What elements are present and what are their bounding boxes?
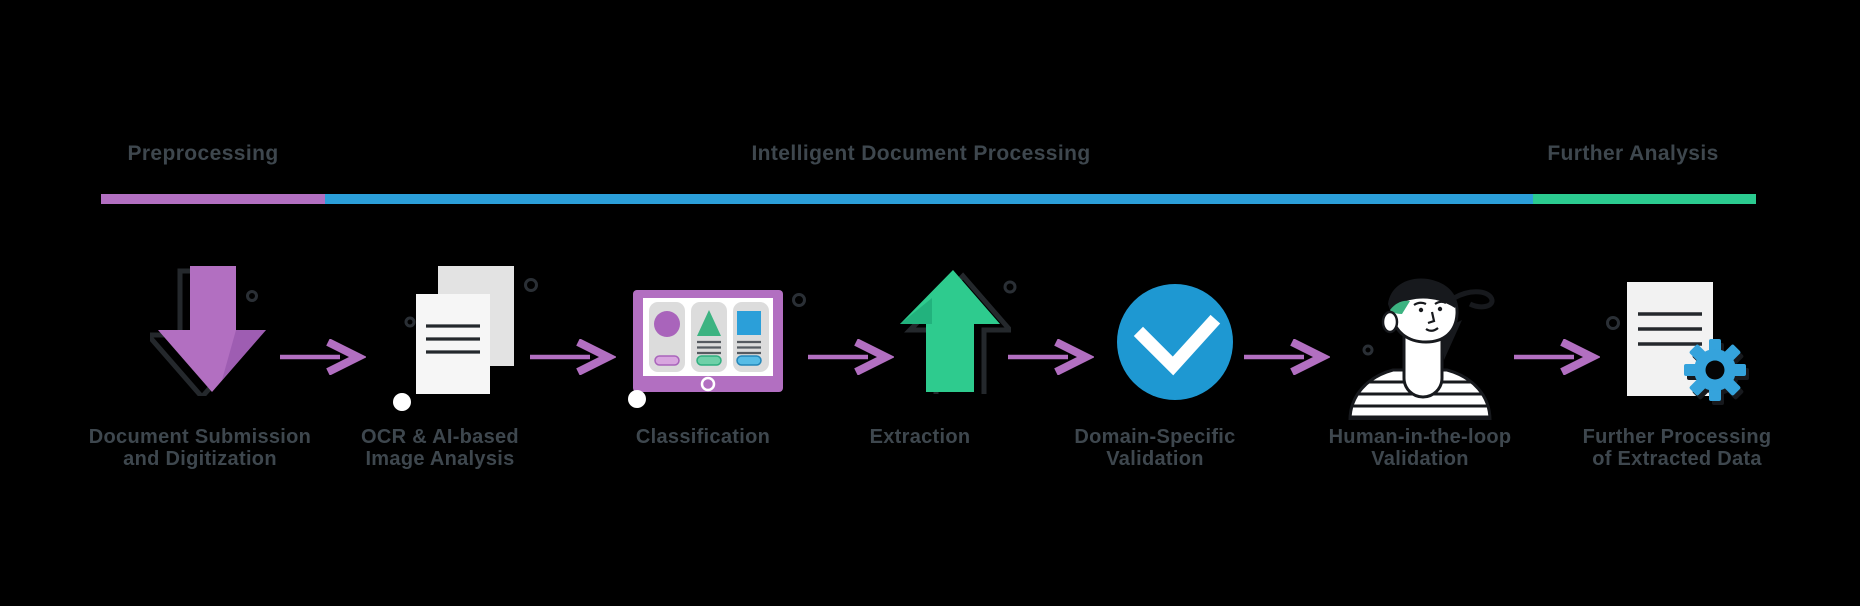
stage-caption-domain-specific-validation: Domain-Specific Validation [1074, 426, 1236, 470]
stage-caption-ocr-ai-image-analysis: OCR & AI-based Image Analysis [361, 426, 519, 470]
person-icon [1340, 274, 1500, 420]
flow-arrow-icon [528, 339, 616, 375]
classification-board-icon [633, 290, 788, 398]
timeline-segment-preprocessing [101, 194, 325, 204]
check-circle-icon [1115, 282, 1235, 402]
documents-icon [398, 266, 538, 406]
timeline-segment-further-analysis [1533, 194, 1756, 204]
download-arrow-icon [150, 264, 275, 396]
timeline-segment-intelligent-document-processing [325, 194, 1533, 204]
flow-arrow-icon [1512, 339, 1600, 375]
upload-arrow-icon [896, 266, 1011, 394]
document-gear-icon [1622, 280, 1754, 408]
timeline-label-intelligent-document-processing: Intelligent Document Processing [751, 142, 1091, 165]
stage-caption-human-in-the-loop-validation: Human-in-the-loop Validation [1328, 426, 1512, 470]
flow-arrow-icon [278, 339, 366, 375]
flow-arrow-icon [806, 339, 894, 375]
timeline-label-further-analysis: Further Analysis [1547, 142, 1719, 165]
stage-caption-classification: Classification [635, 426, 771, 448]
stage-caption-extraction: Extraction [869, 426, 971, 448]
stage-caption-document-submission: Document Submission and Digitization [88, 426, 312, 470]
stage-caption-further-processing: Further Processing of Extracted Data [1582, 426, 1772, 470]
flow-arrow-icon [1242, 339, 1330, 375]
timeline-label-preprocessing: Preprocessing [127, 142, 279, 165]
flow-arrow-icon [1006, 339, 1094, 375]
